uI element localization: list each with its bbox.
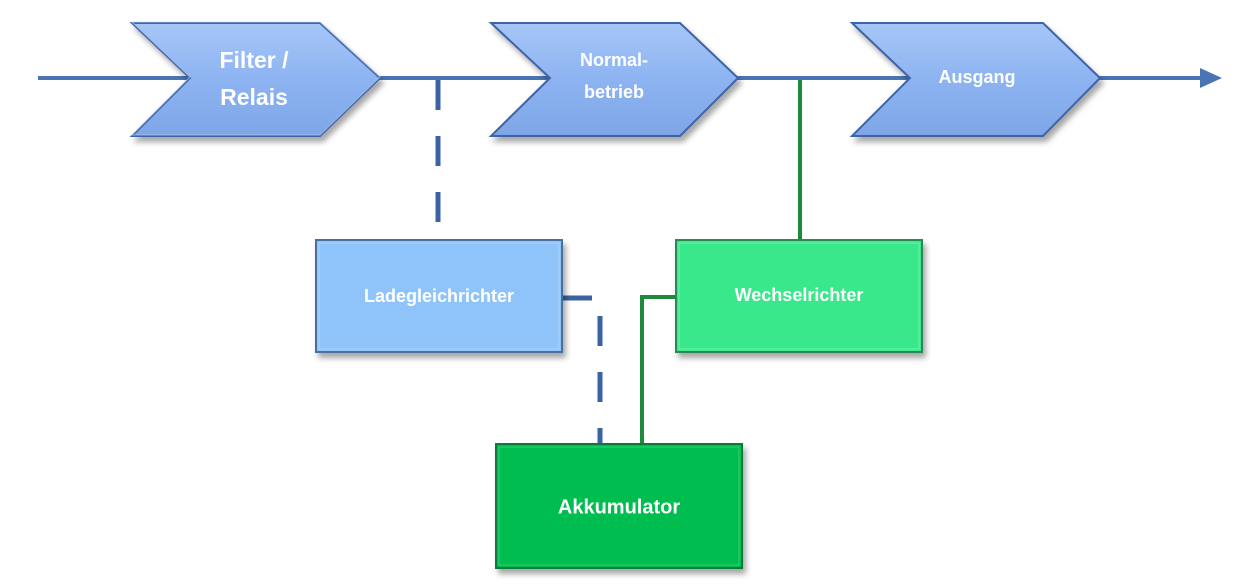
wechselrichter-box: Wechselrichter: [675, 239, 923, 353]
normalbetrieb-label-line2: betrieb: [584, 82, 644, 102]
svg-text:betrieb: betrieb: [584, 82, 644, 102]
dashed-connector-battery: [562, 295, 603, 446]
wechselrichter-label: Wechselrichter: [735, 285, 864, 305]
filter-relais-label-line2: Relais: [220, 84, 288, 110]
normalbetrieb-label-line1: Normal-: [580, 50, 648, 70]
ladegleichrichter-label: Ladegleichrichter: [364, 286, 514, 306]
ausgang-chevron: Ausgang: [849, 22, 1102, 137]
akkumulator-label: Akkumulator: [558, 496, 680, 518]
svg-text:Filter /: Filter /: [219, 47, 289, 73]
output-arrowhead: [1200, 68, 1222, 88]
svg-text:Ausgang: Ausgang: [938, 67, 1015, 87]
normalbetrieb-chevron: Normal- betrieb: [488, 22, 740, 137]
akkumulator-box: Akkumulator: [495, 443, 743, 569]
ausgang-label: Ausgang: [938, 67, 1015, 87]
svg-text:Normal-: Normal-: [580, 50, 648, 70]
filter-relais-chevron: Filter / Relais: [129, 21, 382, 137]
ladegleichrichter-box: Ladegleichrichter: [315, 239, 563, 353]
svg-text:Relais: Relais: [220, 84, 288, 110]
battery-inverter-connector: [640, 295, 680, 446]
filter-relais-label-line1: Filter /: [219, 47, 289, 73]
